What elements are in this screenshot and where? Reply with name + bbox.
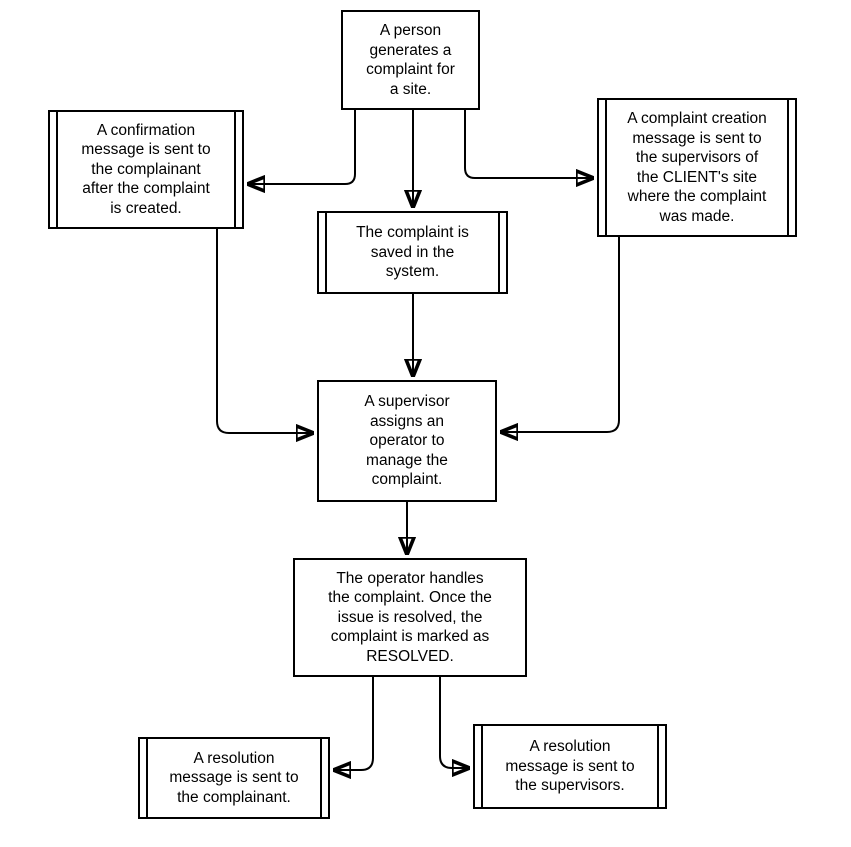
- node-operator-handles-complaint: The operator handles the complaint. Once…: [293, 558, 527, 677]
- edge-person-to-creation: [464, 110, 593, 178]
- node-resolution-message-supervisors: A resolution message is sent to the supe…: [473, 724, 667, 809]
- edge-confirmation-to-supervisor: [216, 229, 313, 433]
- node-supervisor-assigns-operator: A supervisor assigns an operator to mana…: [317, 380, 497, 502]
- node-confirmation-message: A confirmation message is sent to the co…: [48, 110, 244, 229]
- node-saved-label: The complaint is saved in the system.: [356, 224, 469, 281]
- node-supervisor-label: A supervisor assigns an operator to mana…: [364, 393, 450, 489]
- node-complaint-creation-message: A complaint creation message is sent to …: [597, 98, 797, 237]
- edge-person-to-confirmation: [248, 110, 356, 184]
- edge-operator-to-res-complainant: [334, 677, 374, 770]
- node-res-supervisors-label: A resolution message is sent to the supe…: [505, 738, 635, 795]
- edge-creation-to-supervisor: [501, 237, 620, 432]
- node-operator-label: The operator handles the complaint. Once…: [328, 569, 492, 665]
- node-person-generates-complaint: A person generates a complaint for a sit…: [341, 10, 480, 110]
- node-complaint-saved: The complaint is saved in the system.: [317, 211, 508, 294]
- node-confirmation-label: A confirmation message is sent to the co…: [81, 121, 211, 217]
- node-person-label: A person generates a complaint for a sit…: [366, 22, 455, 98]
- edge-operator-to-res-supervisors: [439, 677, 469, 768]
- node-res-complainant-label: A resolution message is sent to the comp…: [169, 749, 299, 806]
- node-resolution-message-complainant: A resolution message is sent to the comp…: [138, 737, 330, 819]
- node-creation-label: A complaint creation message is sent to …: [627, 110, 767, 225]
